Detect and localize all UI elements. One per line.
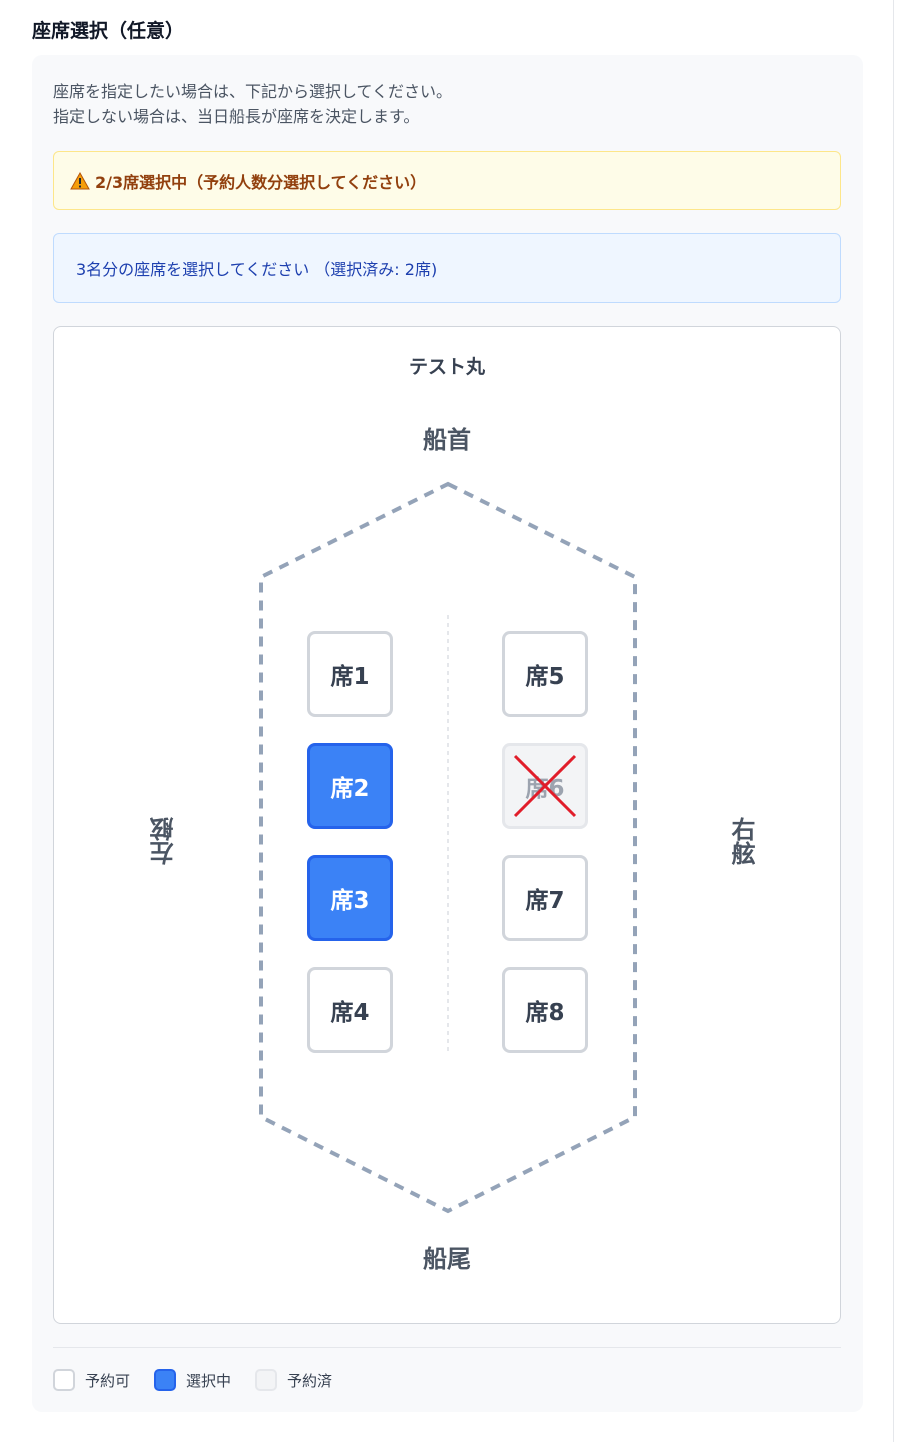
divider bbox=[893, 0, 894, 1442]
seat-selection-panel: 座席を指定したい場合は、下記から選択してください。 指定しない場合は、当日船長が… bbox=[32, 55, 863, 1412]
selected-swatch bbox=[154, 1369, 177, 1391]
warning-icon bbox=[70, 171, 90, 190]
legend: 予約可 選択中 予約済 bbox=[53, 1369, 356, 1391]
legend-available: 予約可 bbox=[53, 1369, 130, 1391]
seat-label: 席2 bbox=[330, 776, 370, 802]
seat-7[interactable]: 席7 bbox=[502, 855, 588, 941]
seat-1[interactable]: 席1 bbox=[307, 631, 393, 717]
warning-text: 2/3席選択中（予約人数分選択してください） bbox=[95, 172, 427, 192]
hull-outline bbox=[259, 481, 637, 1214]
seat-6: 席6 bbox=[502, 743, 588, 829]
seat-label: 席7 bbox=[525, 888, 565, 914]
seat-4[interactable]: 席4 bbox=[307, 967, 393, 1053]
seat-label: 席1 bbox=[330, 664, 370, 690]
seat-label: 席3 bbox=[330, 888, 370, 914]
stern-label: 船尾 bbox=[423, 1245, 471, 1273]
boat-layout: テスト丸 船首 左舷 右舷 席1 席2 席3 席4 席5 席6 bbox=[53, 326, 841, 1324]
intro-line-2: 指定しない場合は、当日船長が座席を決定します。 bbox=[53, 107, 420, 126]
seat-3[interactable]: 席3 bbox=[307, 855, 393, 941]
intro-text: 座席を指定したい場合は、下記から選択してください。 指定しない場合は、当日船長が… bbox=[53, 79, 452, 129]
reserved-swatch bbox=[255, 1369, 278, 1391]
legend-available-label: 予約可 bbox=[85, 1371, 131, 1390]
seat-8[interactable]: 席8 bbox=[502, 967, 588, 1053]
available-swatch bbox=[53, 1369, 75, 1391]
info-text: 3名分の座席を選択してください （選択済み: 2席) bbox=[76, 260, 438, 279]
info-banner: 3名分の座席を選択してください （選択済み: 2席) bbox=[53, 233, 841, 303]
starboard-side-label: 右舷 bbox=[727, 817, 755, 865]
legend-reserved: 予約済 bbox=[255, 1369, 332, 1391]
seat-label: 席4 bbox=[330, 1000, 370, 1026]
warning-banner: 2/3席選択中（予約人数分選択してください） bbox=[53, 151, 841, 210]
section-title: 座席選択（任意） bbox=[32, 20, 185, 42]
seat-5[interactable]: 席5 bbox=[502, 631, 588, 717]
legend-selected: 選択中 bbox=[154, 1369, 231, 1391]
reserved-x-icon bbox=[513, 754, 577, 818]
seat-2[interactable]: 席2 bbox=[307, 743, 393, 829]
seat-label: 席5 bbox=[525, 664, 565, 690]
legend-reserved-label: 予約済 bbox=[287, 1371, 333, 1390]
bow-label: 船首 bbox=[423, 426, 471, 454]
legend-selected-label: 選択中 bbox=[186, 1371, 232, 1390]
intro-line-1: 座席を指定したい場合は、下記から選択してください。 bbox=[53, 82, 453, 101]
port-side-label: 左舷 bbox=[150, 817, 178, 865]
legend-divider bbox=[53, 1347, 841, 1348]
boat-name: テスト丸 bbox=[408, 356, 485, 378]
seat-label: 席8 bbox=[525, 1000, 565, 1026]
